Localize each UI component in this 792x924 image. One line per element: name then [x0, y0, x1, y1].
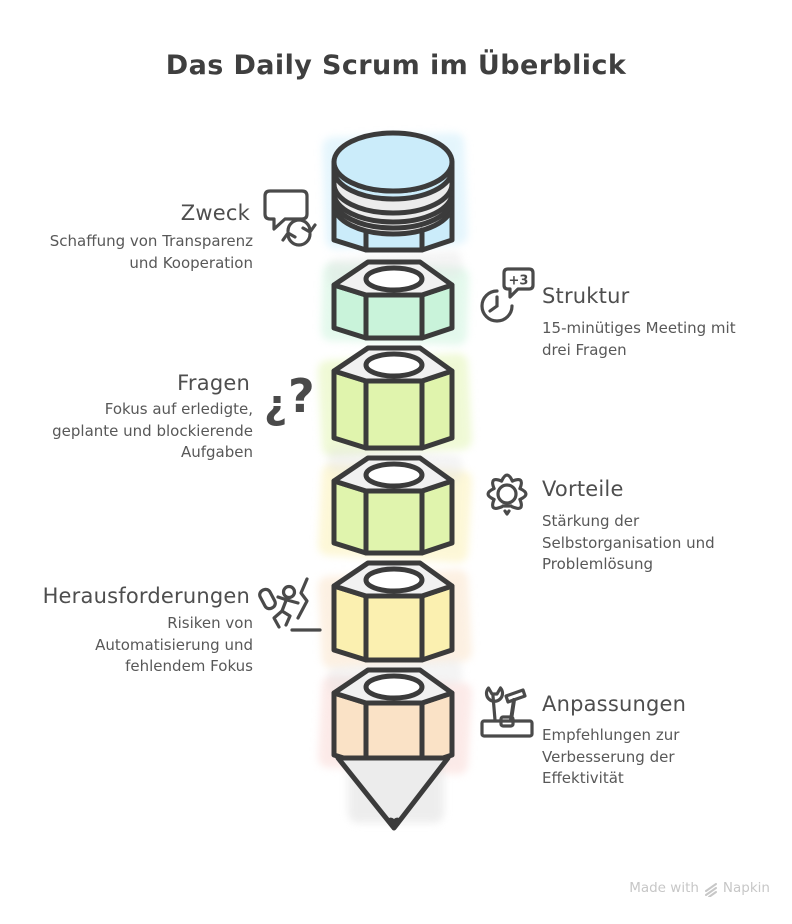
tip-heart	[387, 817, 401, 829]
tools-toolbox-icon	[480, 686, 534, 738]
watermark-brand: Napkin	[722, 880, 770, 896]
ferrule-line-1	[331, 181, 455, 216]
pencil-segment-struktur	[331, 259, 455, 341]
clock-hands	[488, 295, 499, 313]
backpack	[258, 587, 277, 611]
face-center	[363, 292, 425, 341]
eraser-face-dividers	[363, 227, 425, 253]
eraser-top	[331, 130, 455, 194]
hole	[363, 265, 425, 293]
ferrule-line-3	[331, 196, 455, 231]
face-right	[419, 368, 455, 451]
pencil-segment-eraser	[331, 130, 455, 253]
pencil-segment-herausforderungen	[331, 667, 455, 768]
hole	[363, 566, 425, 594]
speech-bubble-sync-icon	[263, 189, 317, 247]
pencil-segment-vorteile	[331, 560, 455, 663]
section-desc-struktur: 15-minütiges Meeting mit drei Fragen	[542, 319, 736, 359]
section-label-zweck: Zweck	[180, 201, 250, 225]
section-label-herausforderungen: Herausforderungen	[42, 584, 250, 608]
section-label-fragen: Fragen	[177, 371, 250, 395]
toolbox	[480, 719, 534, 738]
climbing-person-icon	[258, 577, 322, 632]
sync-arrow-top	[301, 223, 317, 234]
cliff-line	[296, 577, 309, 620]
sync-arrow-bottom	[281, 231, 297, 242]
ferrule-line-2	[331, 190, 455, 225]
wrench-head	[484, 686, 505, 703]
bulb-nub	[503, 509, 511, 516]
speech-bubble	[263, 189, 309, 231]
wrench-shaft	[491, 694, 497, 722]
inverted-question-glyph: ¿	[264, 382, 287, 428]
climber-head	[281, 584, 297, 600]
pencil-illustration	[318, 130, 472, 831]
watermark: Made with Napkin	[629, 879, 770, 897]
lightbulb	[496, 483, 518, 505]
face-center	[363, 593, 425, 663]
face-center	[363, 378, 425, 451]
pencil-segment-fragen	[331, 455, 455, 556]
hole	[363, 673, 425, 701]
question-marks-icon: ¿ ?	[264, 369, 315, 428]
napkin-logo-icon	[704, 883, 717, 897]
pencil-segment-fragen-upper	[331, 345, 455, 451]
gear-lightbulb-icon	[486, 473, 528, 516]
page-title: Das Daily Scrum im Überblick	[165, 50, 627, 81]
section-desc-zweck: Schaffung von Transparenz und Kooperatio…	[49, 232, 253, 272]
section-label-struktur: Struktur	[542, 284, 630, 308]
plus3-badge: +3	[509, 274, 529, 289]
hole	[363, 351, 425, 379]
section-label-anpassungen: Anpassungen	[542, 692, 687, 716]
question-glyph: ?	[288, 369, 315, 423]
speech-bubble	[502, 267, 535, 299]
watermark-prefix: Made with	[629, 880, 699, 896]
sync-arc-bottom	[286, 232, 312, 247]
section-desc-herausforderungen: Risiken von Automatisierung und fehlende…	[95, 614, 253, 675]
section-desc-vorteile: Stärkung der Selbstorganisation und Prob…	[542, 512, 715, 573]
pencil-tip	[335, 755, 451, 831]
clock-speech-plus3-icon: +3	[480, 267, 535, 323]
face-center	[363, 488, 425, 556]
climber-arms	[276, 595, 300, 605]
clock-face	[480, 289, 514, 323]
section-label-vorteile: Vorteile	[542, 477, 624, 501]
hole	[363, 461, 425, 489]
gear-outline	[486, 473, 528, 510]
hammer-head	[504, 688, 527, 704]
section-desc-fragen: Fokus auf erledigte, geplante und blocki…	[52, 400, 253, 461]
section-desc-anpassungen: Empfehlungen zur Verbesserung der Effekt…	[542, 726, 680, 787]
sync-arc-top	[286, 218, 312, 233]
climber-legs	[272, 609, 292, 629]
face-left	[331, 368, 369, 451]
